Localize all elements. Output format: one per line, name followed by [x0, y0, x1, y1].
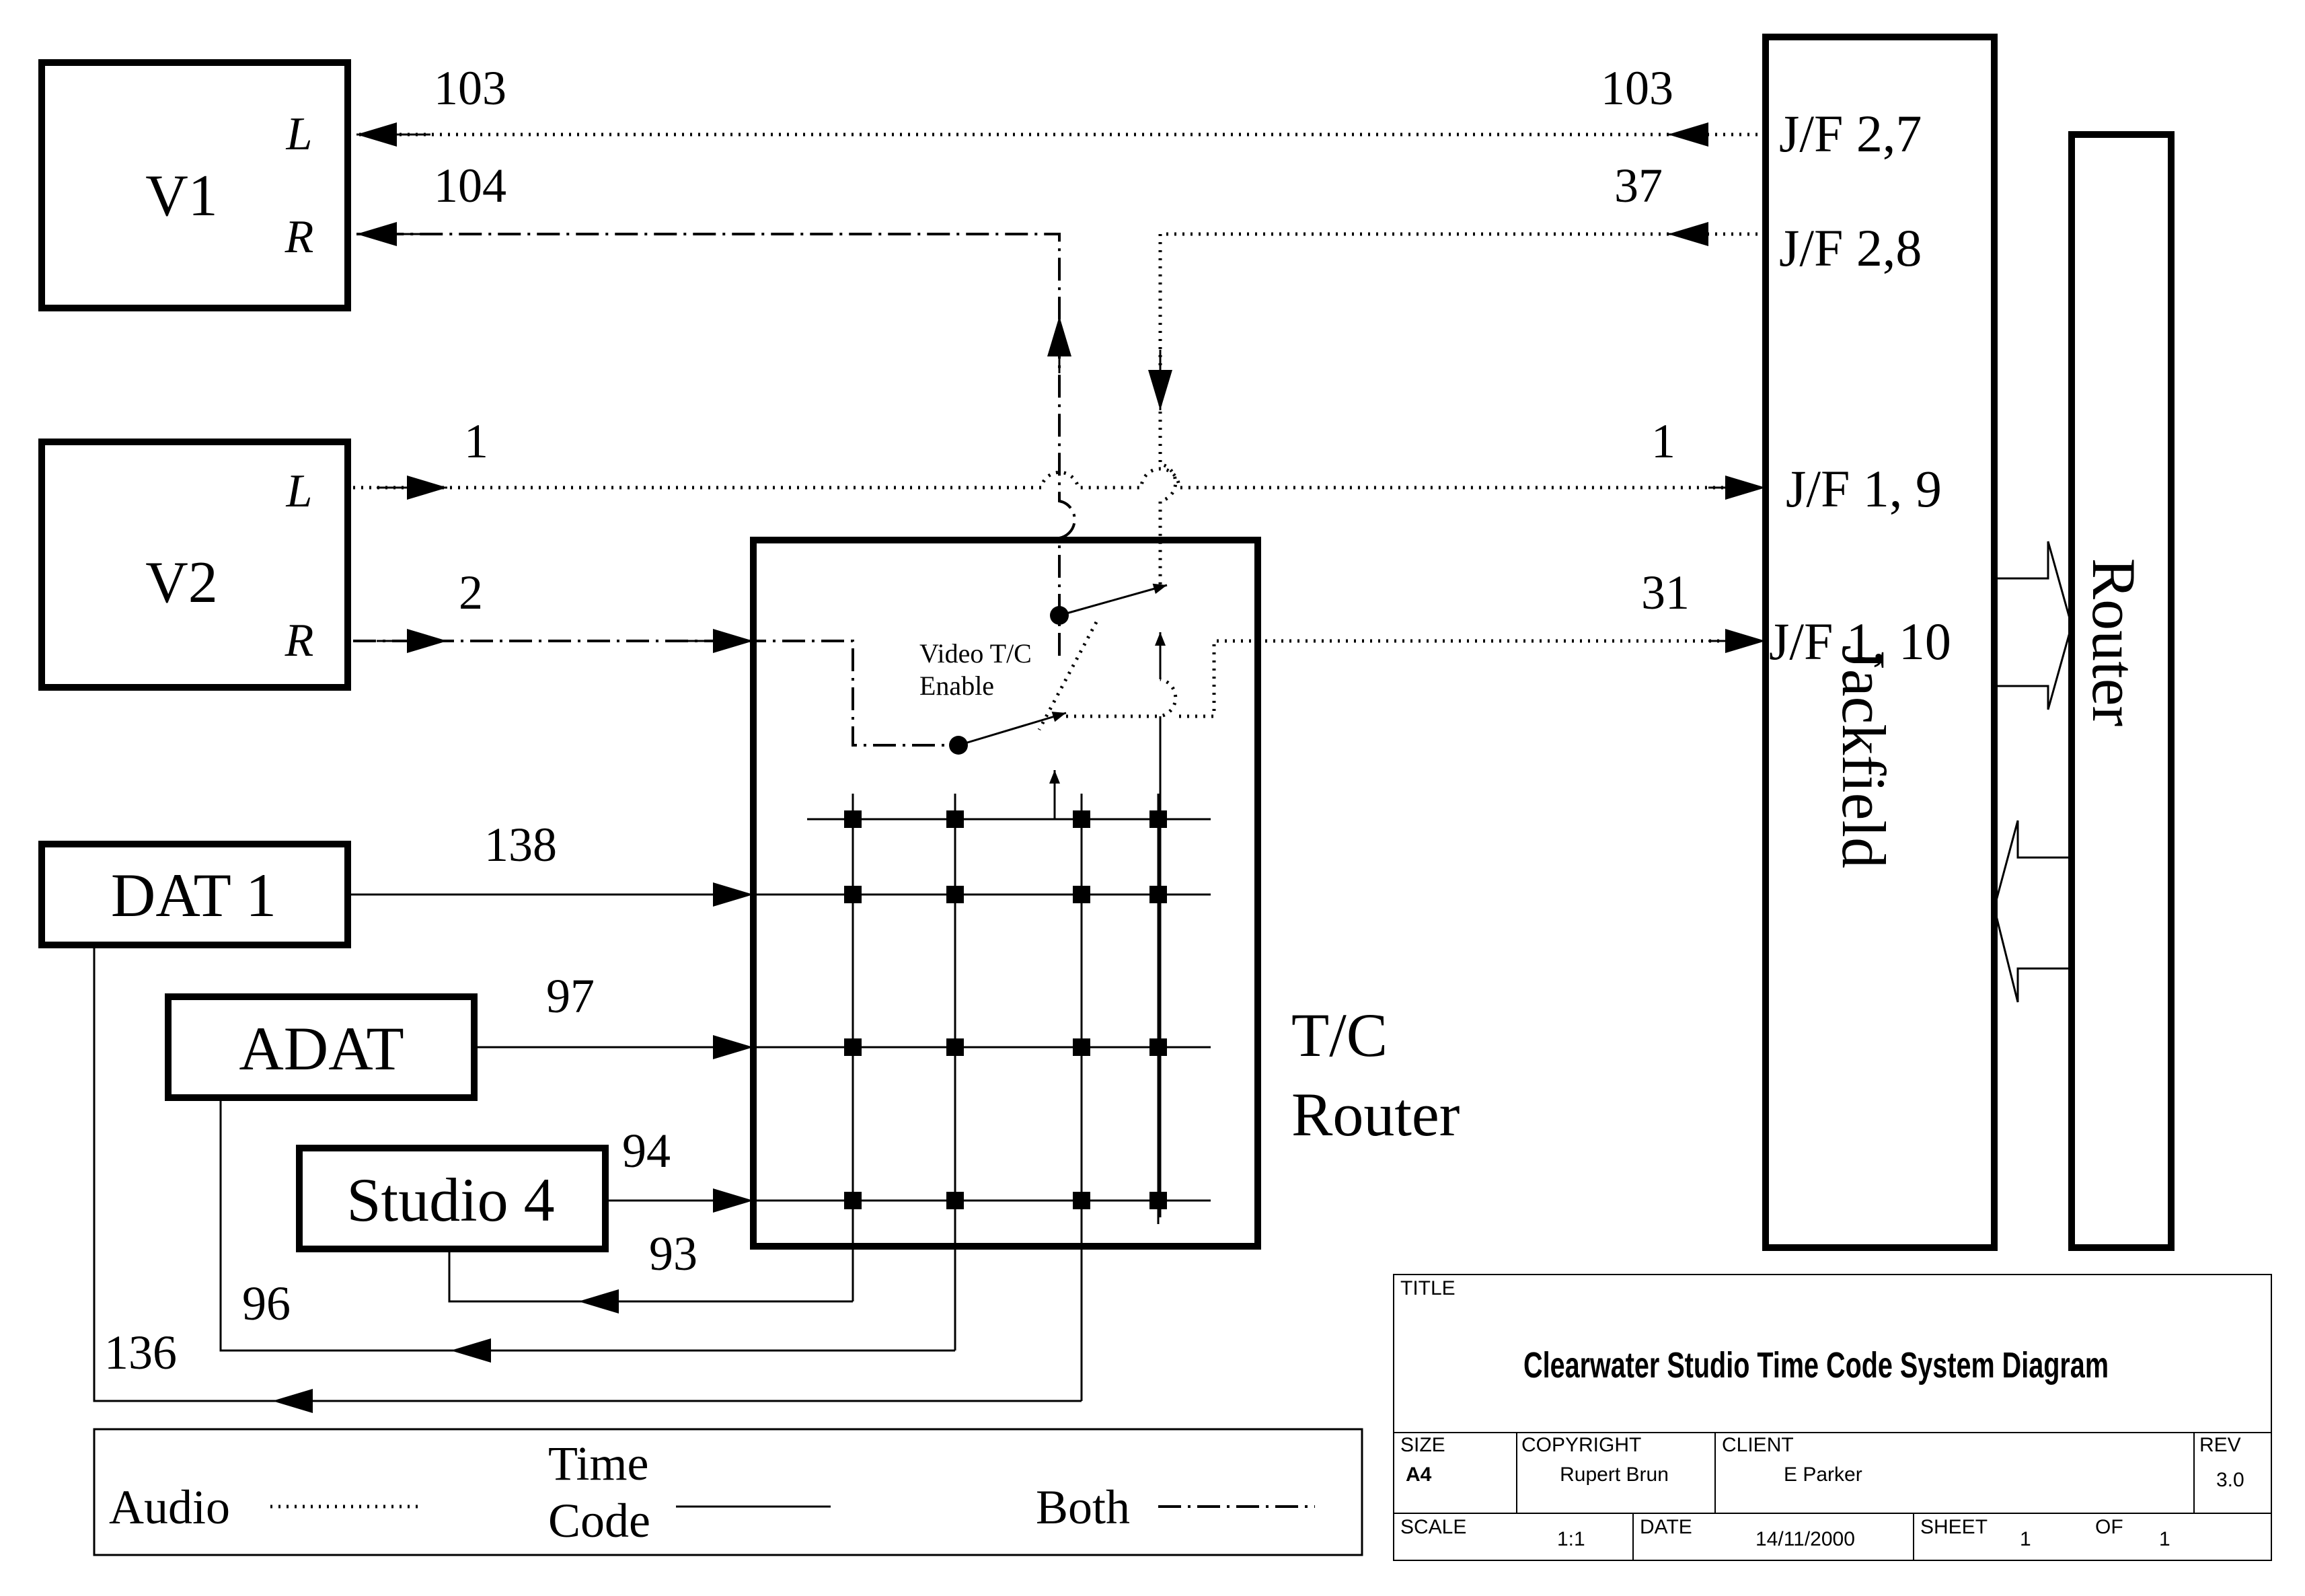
- title-label: TITLE: [1400, 1277, 1456, 1299]
- client-label: CLIENT: [1722, 1434, 1794, 1456]
- adat-device: ADAT: [165, 993, 478, 1101]
- scale-label: SCALE: [1400, 1516, 1466, 1538]
- wire-number-v2-r: 2: [459, 566, 483, 619]
- of-label: OF: [2095, 1516, 2123, 1538]
- jackfield-port-1-9: J/F 1, 9: [1786, 459, 1942, 518]
- wire-number-v1-r: 104: [434, 159, 506, 213]
- legend-both-label: Both: [1036, 1480, 1130, 1534]
- jackfield-port-2-8: J/F 2,8: [1779, 219, 1922, 277]
- v2-right-both-link: [353, 629, 958, 747]
- jf28-audio-link: [1148, 222, 1766, 585]
- copyright-label: COPYRIGHT: [1521, 1434, 1641, 1456]
- legend-timecode-label-line2: Code: [548, 1494, 650, 1548]
- jackfield-router-links: [1993, 541, 2073, 1003]
- dat1-device: DAT 1: [38, 841, 351, 948]
- of-value: 1: [2159, 1528, 2170, 1550]
- jackfield-port-2-7: J/F 2,7: [1779, 104, 1922, 163]
- v2-left-audio-link: [353, 467, 1766, 500]
- size-label: SIZE: [1400, 1434, 1445, 1456]
- jackfield: Jackfield J/F 2,7 J/F 2,8 J/F 1, 9 J/F 1…: [1762, 34, 1998, 1251]
- v1-right-both-link: [356, 222, 1076, 656]
- diagram-title: Clearwater Studio Time Code System Diagr…: [1523, 1345, 2109, 1385]
- crosspoint-matrix: [753, 770, 1211, 1401]
- copyright-value: Rupert Brun: [1560, 1464, 1669, 1486]
- jackfield-port-1-10: J/F 1, 10: [1769, 612, 1951, 671]
- sheet-value: 1: [2020, 1528, 2031, 1550]
- wire-number-jf-2-7: 103: [1601, 61, 1673, 115]
- wire-number-studio4-out: 93: [649, 1227, 697, 1281]
- adat-label: ADAT: [239, 1014, 404, 1083]
- dat1-label: DAT 1: [111, 861, 276, 929]
- v2-right-label: R: [285, 615, 314, 667]
- studio4-device: Studio 4: [296, 1145, 609, 1252]
- v1-device: V1 L R: [38, 59, 351, 311]
- rev-label: REV: [2199, 1434, 2241, 1456]
- wire-number-studio4-in: 94: [622, 1124, 671, 1178]
- date-value: 14/11/2000: [1755, 1528, 1855, 1550]
- title-block: TITLE Clearwater Studio Time Code System…: [1393, 1274, 2272, 1561]
- tc-router-label-line1: T/C: [1291, 1001, 1388, 1069]
- v2-label: V2: [145, 550, 218, 615]
- client-value: E Parker: [1784, 1464, 1862, 1486]
- jackfield-label: Jackfield: [1829, 645, 1898, 868]
- router-label: Router: [2080, 558, 2148, 726]
- studio4-label: Studio 4: [346, 1166, 554, 1234]
- date-label: DATE: [1640, 1516, 1692, 1538]
- crosspoint-nodes: [844, 810, 1167, 1209]
- tc-router-label-line2: Router: [1291, 1080, 1460, 1149]
- wire-number-jf-2-8: 37: [1614, 159, 1663, 213]
- router: Router: [2068, 131, 2175, 1251]
- legend-audio-label: Audio: [109, 1480, 230, 1534]
- switch-label-line2: Enable: [919, 671, 994, 701]
- sheet-label: SHEET: [1920, 1516, 1988, 1538]
- wire-number-v1-l: 103: [434, 61, 506, 115]
- v1-left-label: L: [286, 108, 313, 160]
- wire-number-jf-1-10: 31: [1641, 566, 1690, 619]
- studio4-return-link: [448, 1249, 853, 1314]
- scale-value: 1:1: [1557, 1528, 1585, 1550]
- legend: Audio Time Code Both: [93, 1428, 1363, 1556]
- v2-device: V2 L R: [38, 439, 351, 691]
- wire-number-adat-out: 96: [242, 1277, 291, 1330]
- v1-right-label: R: [285, 211, 314, 263]
- wire-number-v2-l: 1: [464, 414, 488, 468]
- dat1-return-link: [93, 945, 1082, 1413]
- v2-left-label: L: [286, 465, 313, 517]
- tc-router: T/C Router: [750, 537, 1460, 1250]
- wire-number-jf-1-9: 1: [1651, 414, 1675, 468]
- video-tc-enable-switch: [949, 583, 1766, 1217]
- switch-label-line1: Video T/C: [919, 638, 1032, 669]
- legend-timecode-label-line1: Time: [548, 1437, 648, 1490]
- size-value: A4: [1406, 1464, 1432, 1486]
- adat-return-link: [219, 1098, 955, 1363]
- wire-number-dat1-out: 136: [104, 1326, 177, 1379]
- wire-number-adat: 97: [546, 969, 595, 1023]
- wire-number-dat1: 138: [484, 818, 557, 872]
- v1-label: V1: [145, 163, 218, 229]
- rev-value: 3.0: [2216, 1469, 2244, 1491]
